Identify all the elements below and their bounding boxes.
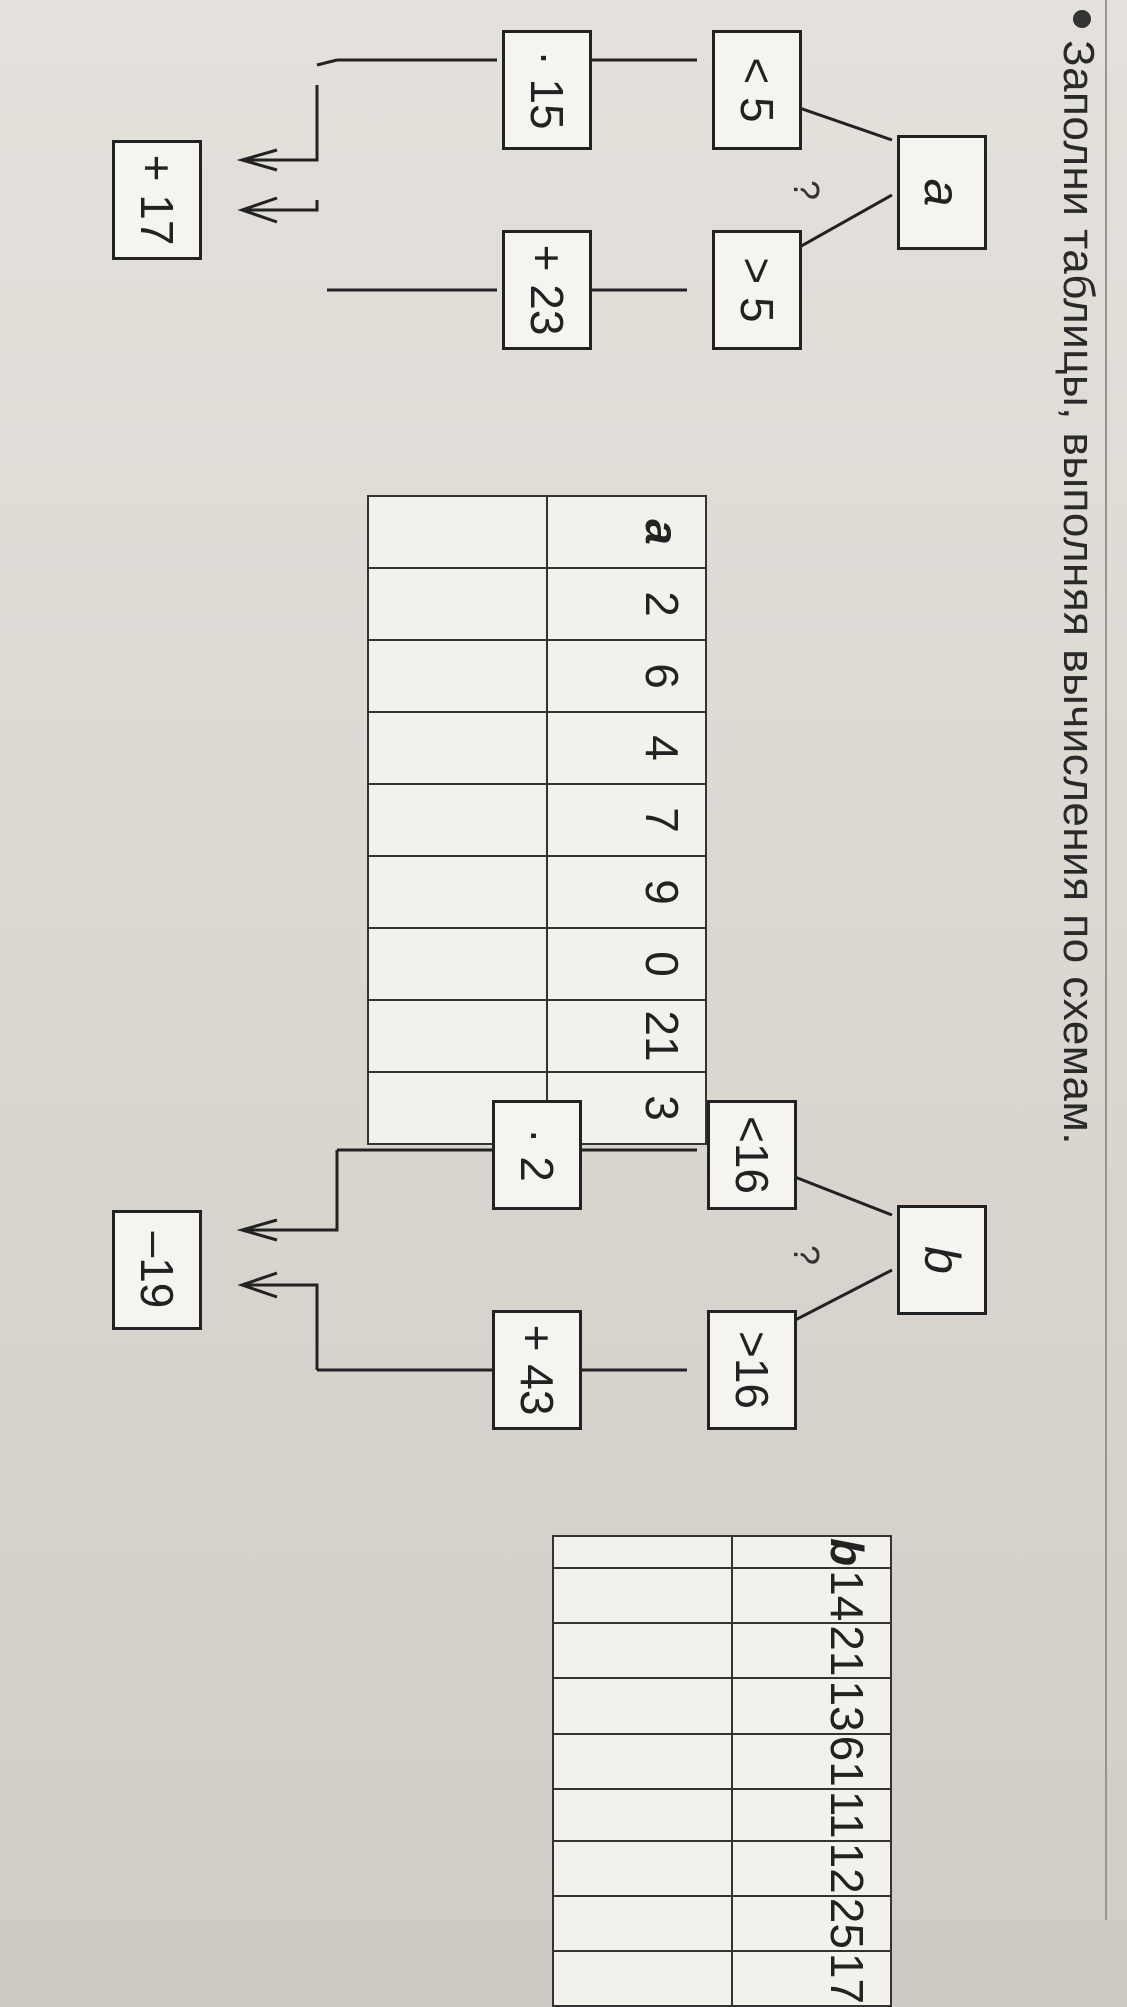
table-b-value-cell: 61	[732, 1733, 891, 1789]
scheme-b-operation-right: + 43	[492, 1310, 582, 1430]
table-b-value-cell: 11	[732, 1788, 891, 1841]
scheme-b-condition-right-label: >16	[726, 1330, 778, 1410]
scheme-b-variable-box: b	[897, 1205, 987, 1315]
table-b-answer-cell[interactable]	[553, 1623, 732, 1679]
table-b-value-cell: 25	[732, 1895, 891, 1951]
scheme-b-final-operation-label: –19	[131, 1231, 183, 1309]
table-b-answer-cell[interactable]	[553, 1788, 732, 1841]
table-b-value-cell: 21	[732, 1623, 891, 1679]
table-b-value-cell: 14	[732, 1568, 891, 1624]
table-b-body: b 14 21 13 61 11 12 25 17	[553, 1536, 891, 2007]
table-b-answer-cell[interactable]	[553, 1678, 732, 1734]
table-b-value-cell: 13	[732, 1678, 891, 1734]
scheme-b-operation-left: · 2	[492, 1100, 582, 1210]
table-b-answer-cell[interactable]	[553, 1536, 732, 1569]
table-b-answer-cell[interactable]	[553, 1568, 732, 1624]
table-b-header-cell: b	[732, 1536, 891, 1569]
table-b-answer-cell[interactable]	[553, 1950, 732, 2007]
scheme-b-connectors	[236, 1148, 893, 1372]
table-b-value-cell: 12	[732, 1840, 891, 1896]
table-b-answer-cell[interactable]	[553, 1840, 732, 1896]
scheme-b-condition-left-label: <16	[726, 1115, 778, 1195]
table-b-answer-row	[553, 1536, 732, 2007]
table-b-input-row: b 14 21 13 61 11 12 25 17	[732, 1536, 891, 2007]
scheme-b-condition-right: >16	[707, 1310, 797, 1430]
scheme-b-condition-left: <16	[707, 1100, 797, 1210]
scheme-b-final-operation: –19	[112, 1210, 202, 1330]
table-b-answer-cell[interactable]	[553, 1733, 732, 1789]
table-b-answer-cell[interactable]	[553, 1895, 732, 1951]
table-b: b 14 21 13 61 11 12 25 17	[552, 1535, 892, 2007]
scheme-b-operation-left-label: · 2	[511, 1128, 563, 1182]
scheme-b-variable: b	[914, 1246, 970, 1274]
scheme-b-question-mark: ?	[786, 1245, 827, 1266]
scheme-b-operation-right-label: + 43	[511, 1324, 563, 1416]
table-b-value-cell: 17	[732, 1950, 891, 2007]
